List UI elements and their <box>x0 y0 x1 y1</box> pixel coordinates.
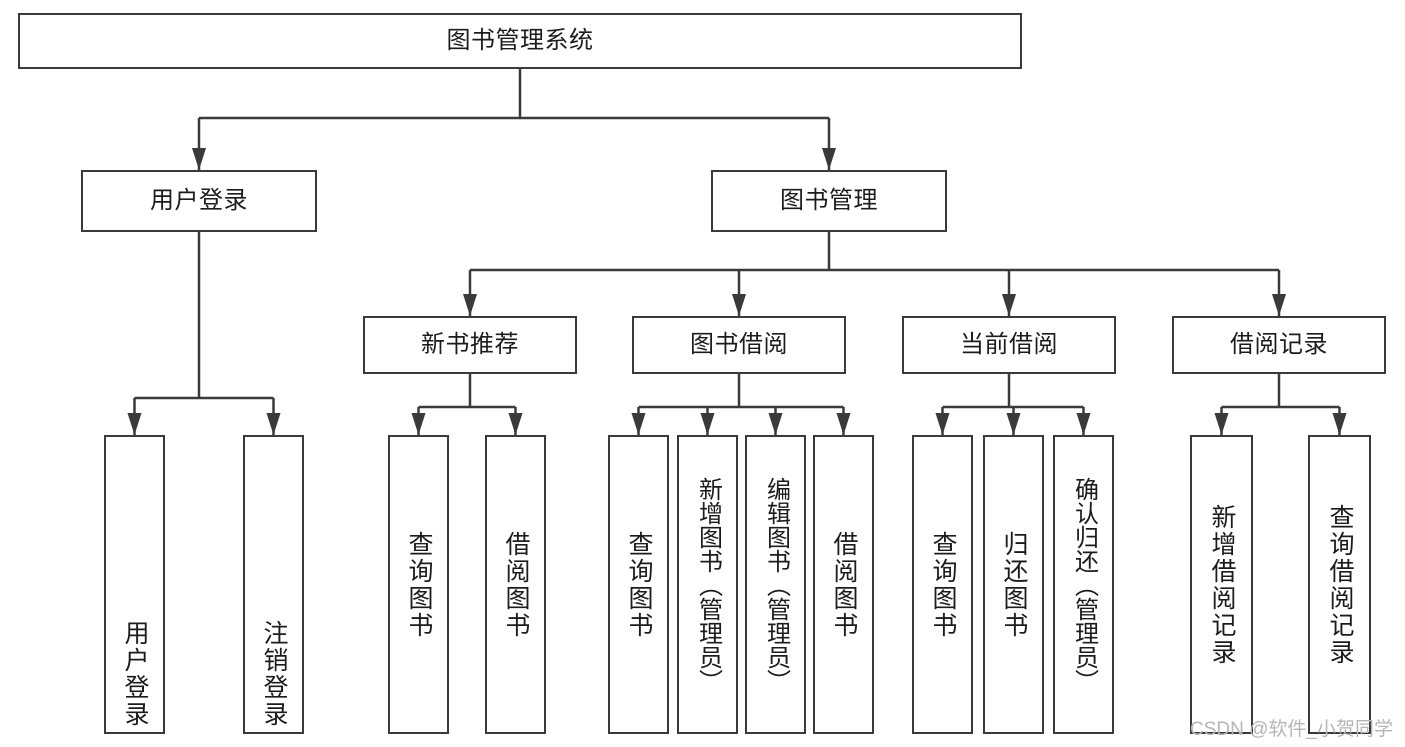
arrow-head-icon <box>1214 413 1229 435</box>
node-borrow[interactable]: 图书借阅 <box>632 316 846 374</box>
node-label: 图书管理 <box>780 187 878 215</box>
arrow-head-icon <box>822 148 836 170</box>
node-l-query2[interactable]: 查询图书 <box>608 435 669 734</box>
node-label: 新增图书（管理员） <box>694 476 722 693</box>
arrow-head-icon <box>1076 413 1091 435</box>
node-root[interactable]: 图书管理系统 <box>18 13 1022 69</box>
arrow-head-icon <box>768 413 783 435</box>
arrow-head-icon <box>1272 294 1286 316</box>
node-login[interactable]: 用户登录 <box>81 170 317 232</box>
node-l-confirm[interactable]: 确认归还（管理员） <box>1053 435 1114 734</box>
node-label: 新增借阅记录 <box>1208 503 1236 666</box>
arrow-head-icon <box>192 148 206 170</box>
node-label: 当前借阅 <box>960 331 1058 359</box>
arrow-head-icon <box>463 294 477 316</box>
node-bookmgmt[interactable]: 图书管理 <box>711 170 947 232</box>
node-l-login[interactable]: 用户登录 <box>104 435 165 734</box>
node-label: 确认归还（管理员） <box>1070 476 1098 693</box>
arrow-head-icon <box>1002 294 1016 316</box>
node-l-query1[interactable]: 查询图书 <box>388 435 449 734</box>
node-label: 借阅记录 <box>1230 331 1328 359</box>
node-label: 查询图书 <box>929 530 957 639</box>
node-label: 借阅图书 <box>502 530 530 639</box>
node-label: 编辑图书（管理员） <box>762 476 790 693</box>
node-label: 借阅图书 <box>830 530 858 639</box>
node-label: 用户登录 <box>150 187 248 215</box>
arrow-head-icon <box>732 294 746 316</box>
arrow-head-icon <box>700 413 715 435</box>
arrow-head-icon <box>508 413 523 435</box>
node-label: 用户登录 <box>121 620 149 728</box>
node-l-logout[interactable]: 注销登录 <box>243 435 304 734</box>
node-label: 查询借阅记录 <box>1326 503 1354 666</box>
arrow-head-icon <box>631 413 646 435</box>
arrow-head-icon <box>1006 413 1021 435</box>
node-l-edit[interactable]: 编辑图书（管理员） <box>745 435 806 734</box>
arrow-head-icon <box>127 413 142 435</box>
node-l-borrow2[interactable]: 借阅图书 <box>813 435 874 734</box>
arrow-head-icon <box>411 413 426 435</box>
node-label: 图书借阅 <box>690 331 788 359</box>
node-newbook[interactable]: 新书推荐 <box>363 316 577 374</box>
node-label: 注销登录 <box>260 620 288 728</box>
node-label: 图书管理系统 <box>446 27 594 55</box>
node-label: 查询图书 <box>625 530 653 639</box>
node-l-addrec[interactable]: 新增借阅记录 <box>1190 435 1253 734</box>
arrow-head-icon <box>935 413 950 435</box>
node-l-add[interactable]: 新增图书（管理员） <box>677 435 738 734</box>
watermark: CSDN @软件_小贺同学 <box>1190 719 1393 740</box>
arrow-head-icon <box>266 413 281 435</box>
node-l-borrow1[interactable]: 借阅图书 <box>485 435 546 734</box>
node-l-return[interactable]: 归还图书 <box>983 435 1044 734</box>
node-label: 新书推荐 <box>421 331 519 359</box>
node-label: 归还图书 <box>1000 530 1028 639</box>
node-l-queryrec[interactable]: 查询借阅记录 <box>1308 435 1371 734</box>
node-label: 查询图书 <box>405 530 433 639</box>
node-current[interactable]: 当前借阅 <box>902 316 1116 374</box>
node-l-query3[interactable]: 查询图书 <box>912 435 973 734</box>
arrow-head-icon <box>1332 413 1347 435</box>
node-records[interactable]: 借阅记录 <box>1172 316 1386 374</box>
arrow-head-icon <box>836 413 851 435</box>
